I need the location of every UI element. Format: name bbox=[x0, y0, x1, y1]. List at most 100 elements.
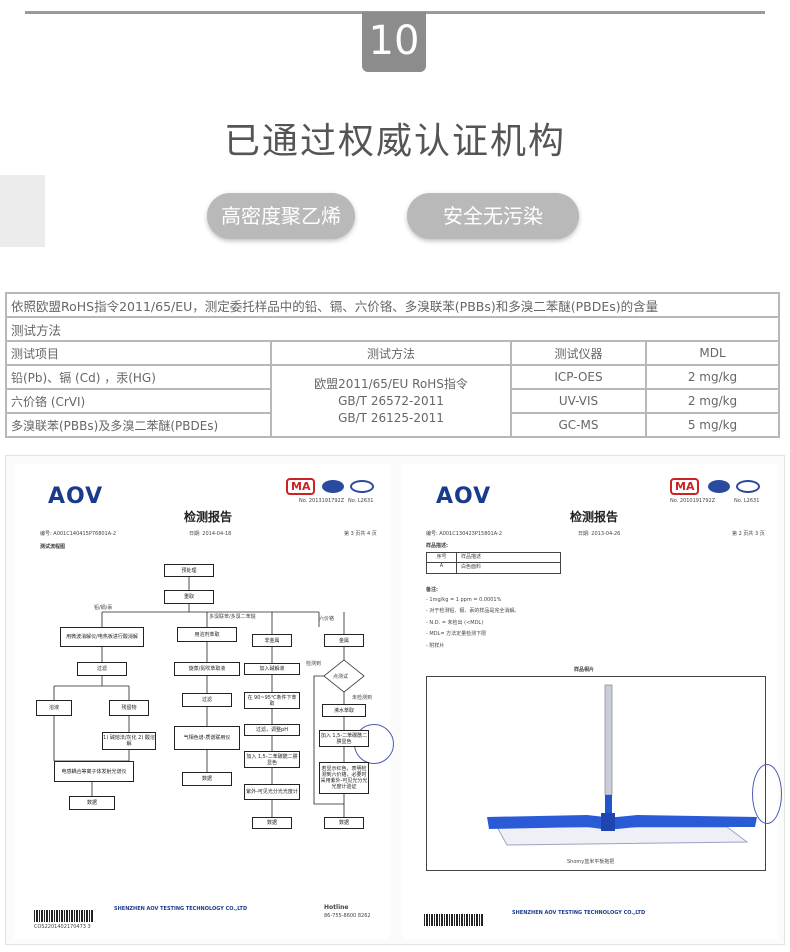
note-line: - 附样片 bbox=[426, 643, 445, 649]
aov-logo: AOV bbox=[48, 484, 104, 509]
aov-logo: AOV bbox=[436, 484, 492, 509]
rohs-intro: 依照欧盟RoHS指令2011/65/EU，测定委托样品中的铅、镉、六价铬、多溴联… bbox=[5, 292, 780, 318]
flow-step: 过滤 bbox=[77, 662, 127, 676]
table-row: 多溴联苯(PBBs)及多溴二苯醚(PBDEs) GC-MS 5 mg/kg bbox=[5, 412, 780, 438]
report-title: 检测报告 bbox=[570, 510, 619, 524]
row-item: 多溴联苯(PBBs)及多溴二苯醚(PBDEs) bbox=[5, 412, 272, 438]
badge-hdpe: 高密度聚乙烯 bbox=[207, 193, 355, 239]
method-cell: 欧盟2011/65/EU RoHS指令 GB/T 26572-2011 GB/T… bbox=[270, 364, 512, 438]
sample-desc-label: 样品描述: bbox=[426, 543, 448, 549]
report-left: AOV MA No. 2013191792Z No. L2631 检测报告 编号… bbox=[14, 464, 394, 939]
mop-image bbox=[487, 684, 757, 846]
section-label: 测试流程图 bbox=[40, 544, 66, 550]
flow-step: 用微波消解仪/电热板进行酸消解 bbox=[60, 627, 144, 647]
ilac-logo bbox=[708, 480, 730, 493]
report-title: 检测报告 bbox=[184, 510, 233, 524]
flowchart-lines bbox=[53, 576, 365, 817]
row-instrument: ICP-OES bbox=[510, 364, 647, 390]
flow-step: 气相色谱-质谱联用仪 bbox=[174, 726, 240, 750]
flow-step: 数据 bbox=[324, 817, 364, 829]
inspection-stamp bbox=[752, 764, 782, 824]
page-headline: 已通过权威认证机构 bbox=[223, 121, 566, 162]
flow-step: 紫外-可见光分光光度计 bbox=[244, 784, 300, 800]
cert-number: No. 2013191792Z bbox=[299, 498, 345, 504]
ilac-logo bbox=[322, 480, 344, 493]
table-row: A 白色面料 bbox=[427, 563, 560, 573]
flow-step: 1) 碱熔法/灰化 2) 酸溶解 bbox=[102, 732, 156, 750]
flow-branch-label: 铅/镉/汞 bbox=[94, 605, 113, 611]
ma-logo: MA bbox=[286, 478, 316, 495]
sample-col-header: 样品描述 bbox=[461, 554, 482, 560]
table-row: 铅(Pb)、镉 (Cd) ，汞(HG) 欧盟2011/65/EU RoHS指令 … bbox=[5, 364, 780, 438]
note-line: - N.D. = 未检出 (<MDL) bbox=[426, 620, 484, 626]
row-mdl: 2 mg/kg bbox=[645, 388, 780, 414]
method-line: GB/T 26572-2011 bbox=[338, 393, 444, 408]
page-number: 第 3 页共 4 页 bbox=[344, 531, 377, 537]
rohs-section-title: 测试方法 bbox=[5, 316, 780, 342]
row-mdl: 5 mg/kg bbox=[645, 412, 780, 438]
flow-step: 过滤 bbox=[182, 693, 232, 707]
col-header-instrument: 测试仪器 bbox=[510, 340, 647, 366]
hotline-label: Hotline bbox=[324, 904, 349, 911]
flow-step: 数据 bbox=[252, 817, 292, 829]
flow-step: 加入 1,5-二苯碳酰二肼显色 bbox=[319, 730, 369, 747]
col-header-item: 测试项目 bbox=[5, 340, 272, 366]
cert-number: No. 2010191792Z bbox=[670, 498, 716, 504]
note-line: - MDL= 方法定量检测下限 bbox=[426, 631, 487, 637]
flow-step: 若显示红色，表明检测到六价铬，必要时采用紫外-可见光分光光度计验证 bbox=[319, 762, 369, 794]
sample-photo: Shomy蓝米平板拖把 bbox=[426, 676, 766, 871]
footer-company: SHENZHEN AOV TESTING TECHNOLOGY CO.,LTD bbox=[512, 910, 646, 916]
sample-cell: 白色面料 bbox=[461, 564, 482, 570]
table-row: 序号 样品描述 bbox=[427, 553, 560, 563]
note-line: - 1mg/kg = 1 ppm = 0.0001% bbox=[426, 597, 502, 603]
cnas-number: No. L2631 bbox=[734, 498, 760, 504]
flow-step: 旋蒸/氮吹萃取液 bbox=[174, 662, 240, 676]
page-number: 第 2 页共 3 页 bbox=[732, 531, 765, 537]
note-line: - 对于检测铅、镉、汞的样品是完全消解。 bbox=[426, 608, 520, 614]
flow-step: 重取 bbox=[164, 590, 214, 604]
method-line: 欧盟2011/65/EU RoHS指令 bbox=[314, 376, 468, 391]
row-instrument: GC-MS bbox=[510, 412, 647, 438]
photo-title: 样品相片 bbox=[574, 667, 595, 673]
notes-title: 备注: bbox=[426, 587, 438, 593]
flow-step: 数据 bbox=[182, 772, 232, 786]
photo-caption: Shomy蓝米平板拖把 bbox=[567, 859, 615, 865]
row-instrument: UV-VIS bbox=[510, 388, 647, 414]
cnas-logo bbox=[736, 480, 760, 493]
cnas-number: No. L2631 bbox=[348, 498, 374, 504]
flow-branch-label: 六价铬 bbox=[319, 616, 335, 622]
section-number: 10 bbox=[362, 12, 426, 72]
barcode bbox=[34, 910, 94, 922]
flow-step: 电感耦合等离子体发射光谱仪 bbox=[54, 761, 134, 782]
flow-step: 溶液 bbox=[36, 700, 72, 716]
flow-decision: 点测试 bbox=[333, 674, 349, 680]
flow-branch-label: 检测到 bbox=[306, 661, 322, 667]
flow-step: 用溶剂萃取 bbox=[177, 627, 237, 642]
flow-branch-label: 多溴联苯/多溴二苯醚 bbox=[209, 614, 256, 620]
sample-col-header: 序号 bbox=[427, 553, 457, 562]
method-line: GB/T 26125-2011 bbox=[338, 410, 444, 425]
report-number: 编号: A001C130423P15801A-2 bbox=[426, 531, 503, 537]
barcode-text: COS2201402170473 3 bbox=[34, 924, 91, 930]
badge-safe: 安全无污染 bbox=[407, 193, 579, 239]
flow-step: 在 90~95℃条件下萃取 bbox=[244, 692, 300, 709]
report-right: AOV MA No. 2010191792Z No. L2631 检测报告 编号… bbox=[402, 464, 782, 939]
flow-step: 加入碱解液 bbox=[244, 663, 300, 675]
flow-step: 加入 1,5-二苯碳酰二肼显色 bbox=[244, 751, 300, 768]
flow-step: 预处理 bbox=[164, 564, 214, 577]
col-header-mdl: MDL bbox=[645, 340, 780, 366]
barcode bbox=[424, 914, 484, 926]
sample-cell: A bbox=[427, 563, 457, 573]
table-row: 六价铬 (CrVI) UV-VIS 2 mg/kg bbox=[5, 388, 780, 414]
flow-step: 沸水萃取 bbox=[322, 704, 366, 717]
col-header-method: 测试方法 bbox=[270, 340, 512, 366]
row-item: 六价铬 (CrVI) bbox=[5, 388, 272, 414]
report-number: 编号: A001C140415P76801A-2 bbox=[40, 531, 117, 537]
cnas-logo bbox=[350, 480, 374, 493]
flow-step: 金属 bbox=[324, 634, 364, 647]
sample-table: 序号 样品描述 A 白色面料 bbox=[426, 552, 561, 574]
report-scans: AOV MA No. 2013191792Z No. L2631 检测报告 编号… bbox=[5, 455, 785, 945]
footer-company: SHENZHEN AOV TESTING TECHNOLOGY CO.,LTD bbox=[114, 906, 248, 912]
report-date: 日期: 2013-04-26 bbox=[578, 531, 621, 537]
report-date: 日期: 2014-04-18 bbox=[189, 531, 232, 537]
